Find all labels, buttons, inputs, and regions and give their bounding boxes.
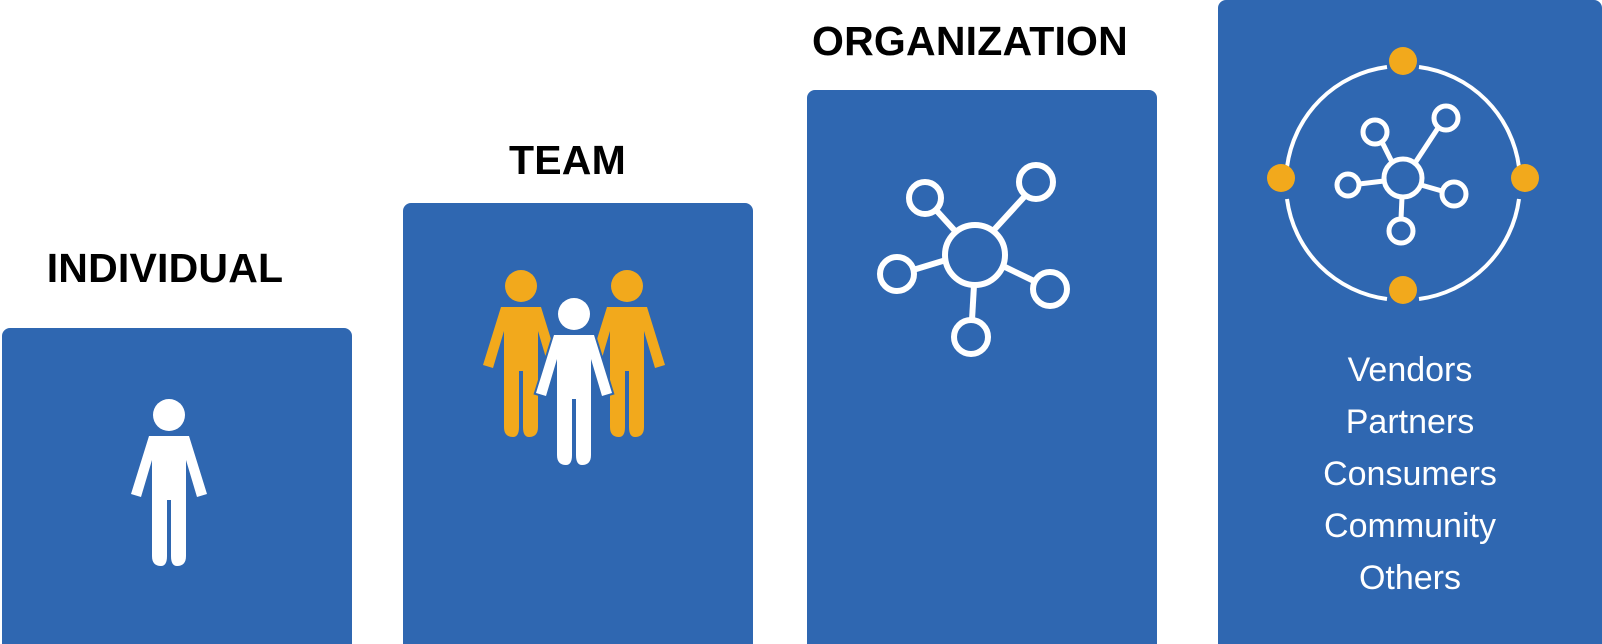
- list-item: Community: [1324, 507, 1496, 545]
- level-box-individual: [2, 328, 352, 644]
- level-box-ecosystem: Vendors Partners Consumers Community Oth…: [1218, 0, 1602, 644]
- ecosystem-icon: [1267, 47, 1539, 304]
- list-item: Others: [1358, 559, 1462, 597]
- list-item: Partners: [1345, 403, 1475, 441]
- stakeholder-list: Vendors Partners Consumers Community Oth…: [1218, 344, 1602, 604]
- network-icon: [877, 162, 1070, 357]
- person-icon: [131, 399, 207, 566]
- level-box-organization: [807, 90, 1157, 644]
- level-label-organization: ORGANIZATION: [812, 18, 1128, 64]
- list-item: Vendors: [1347, 351, 1473, 389]
- team-icon: [483, 270, 665, 468]
- level-label-team: TEAM: [509, 137, 626, 183]
- level-box-team: [403, 203, 753, 644]
- level-label-individual: INDIVIDUAL: [46, 245, 284, 291]
- list-item: Consumers: [1323, 455, 1497, 493]
